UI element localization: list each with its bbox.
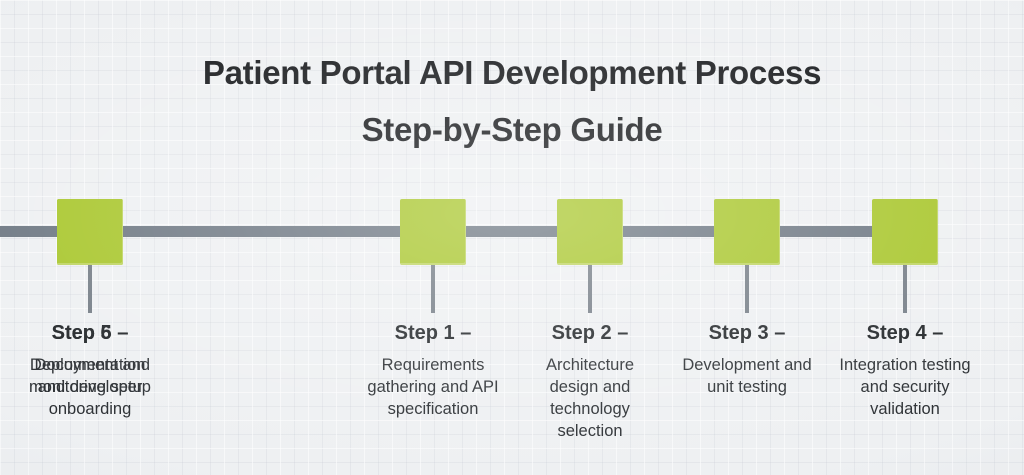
- step-6-node-square: [57, 199, 123, 265]
- step-2-node-square: [557, 199, 623, 265]
- step-1-connector-line: [431, 265, 435, 313]
- timeline-step-2: Step 2 – Architecture design and technol…: [500, 199, 680, 442]
- timeline-step-1: Step 1 – Requirements gathering and API …: [343, 199, 523, 420]
- step-3-connector-line: [745, 265, 749, 313]
- timeline-step-3: Step 3 – Development and unit testing: [657, 199, 837, 398]
- step-4-connector-line: [903, 265, 907, 313]
- step-2-label: Step 2 –: [551, 322, 629, 344]
- page-title-line-2: Step-by-Step Guide: [361, 111, 663, 148]
- step-4-label: Step 4 –: [866, 322, 944, 344]
- step-3-description: Development and unit testing: [682, 356, 812, 396]
- step-2-connector-line: [588, 265, 592, 313]
- step-5-description: Deployment and monitoring setup: [29, 356, 151, 396]
- step-2-description: Architecture design and technology selec…: [545, 356, 635, 440]
- page-title-line-1: Patient Portal API Development Process: [202, 54, 822, 91]
- step-1-node-square: [400, 199, 466, 265]
- step-3-label: Step 3 –: [708, 322, 786, 344]
- step-6-description: Documentation and developer onboarding: [34, 356, 146, 418]
- step-5-label: Step 5 –: [51, 322, 129, 344]
- step-3-node-square: [714, 199, 780, 265]
- page-title: Patient Portal API Development Process S…: [0, 44, 1024, 158]
- step-1-description: Requirements gathering and API specifica…: [367, 356, 499, 418]
- timeline-step-6: Step 6 – Documentation and developer onb…: [0, 199, 180, 420]
- step-6-label: Step 6 –: [51, 322, 129, 344]
- step-6-connector-line: [88, 265, 92, 313]
- timeline-step-4: Step 4 – Integration testing and securit…: [815, 199, 995, 420]
- step-4-description: Integration testing and security validat…: [839, 356, 971, 418]
- step-4-node-square: [872, 199, 938, 265]
- step-1-label: Step 1 –: [394, 322, 472, 344]
